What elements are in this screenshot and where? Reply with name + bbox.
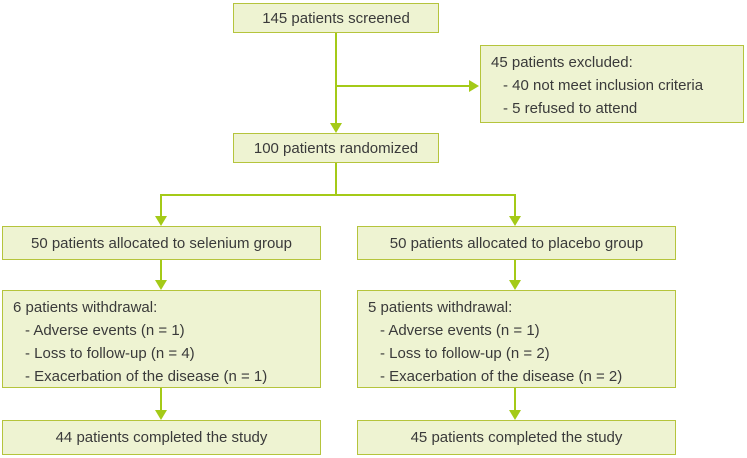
arrowhead-down-placebo-withdrawal-icon xyxy=(509,280,521,290)
excluded-box: 45 patients excluded: - 40 not meet incl… xyxy=(480,45,744,123)
screened-box: 145 patients screened xyxy=(233,3,439,33)
arrowhead-down-selenium-allocated-icon xyxy=(155,216,167,226)
arrowhead-down-placebo-allocated-icon xyxy=(509,216,521,226)
randomized-box: 100 patients randomized xyxy=(233,133,439,163)
arrowhead-right-excluded-icon xyxy=(469,80,479,92)
connector-selenium-to-withdrawal xyxy=(160,259,162,281)
connector-placebo-to-withdrawal xyxy=(514,259,516,281)
selenium-withdrawal-box: 6 patients withdrawal: - Adverse events … xyxy=(2,290,321,388)
placebo-withdrawal-box: 5 patients withdrawal: - Adverse events … xyxy=(357,290,676,388)
connector-branch-to-excluded xyxy=(335,85,470,87)
connector-split-to-placebo xyxy=(514,194,516,217)
selenium-withdrawal-item: - Adverse events (n = 1) xyxy=(25,322,185,339)
arrowhead-down-selenium-completed-icon xyxy=(155,410,167,420)
connector-split-to-selenium xyxy=(160,194,162,217)
screened-label: 145 patients screened xyxy=(262,9,410,27)
randomized-label: 100 patients randomized xyxy=(253,139,419,157)
placebo-completed-label: 45 patients completed the study xyxy=(410,429,623,446)
selenium-withdrawal-title: 6 patients withdrawal: xyxy=(13,299,158,316)
selenium-withdrawal-item: - Loss to follow-up (n = 4) xyxy=(25,345,195,362)
connector-screened-to-randomized xyxy=(335,33,337,123)
placebo-allocated-box: 50 patients allocated to placebo group xyxy=(357,226,676,260)
placebo-allocated-label: 50 patients allocated to placebo group xyxy=(389,234,644,252)
arrowhead-down-selenium-withdrawal-icon xyxy=(155,280,167,290)
placebo-withdrawal-item: - Exacerbation of the disease (n = 2) xyxy=(380,368,623,385)
placebo-withdrawal-title: 5 patients withdrawal: xyxy=(368,299,513,316)
excluded-item: - 5 refused to attend xyxy=(503,100,638,117)
excluded-item: - 40 not meet inclusion criteria xyxy=(503,77,704,94)
selenium-withdrawal-item: - Exacerbation of the disease (n = 1) xyxy=(25,368,268,385)
connector-randomized-stem xyxy=(335,163,337,196)
selenium-allocated-label: 50 patients allocated to selenium group xyxy=(30,234,292,252)
selenium-allocated-box: 50 patients allocated to selenium group xyxy=(2,226,321,260)
connector-randomized-split xyxy=(160,194,516,196)
connector-selenium-to-completed xyxy=(160,387,162,411)
arrowhead-down-randomized-icon xyxy=(330,123,342,133)
selenium-completed-box: 44 patients completed the study xyxy=(2,420,321,455)
placebo-withdrawal-item: - Loss to follow-up (n = 2) xyxy=(380,345,550,362)
selenium-completed-label: 44 patients completed the study xyxy=(55,429,268,446)
connector-placebo-to-completed xyxy=(514,387,516,411)
arrowhead-down-placebo-completed-icon xyxy=(509,410,521,420)
placebo-withdrawal-item: - Adverse events (n = 1) xyxy=(380,322,540,339)
excluded-title: 45 patients excluded: xyxy=(491,54,633,71)
placebo-completed-box: 45 patients completed the study xyxy=(357,420,676,455)
